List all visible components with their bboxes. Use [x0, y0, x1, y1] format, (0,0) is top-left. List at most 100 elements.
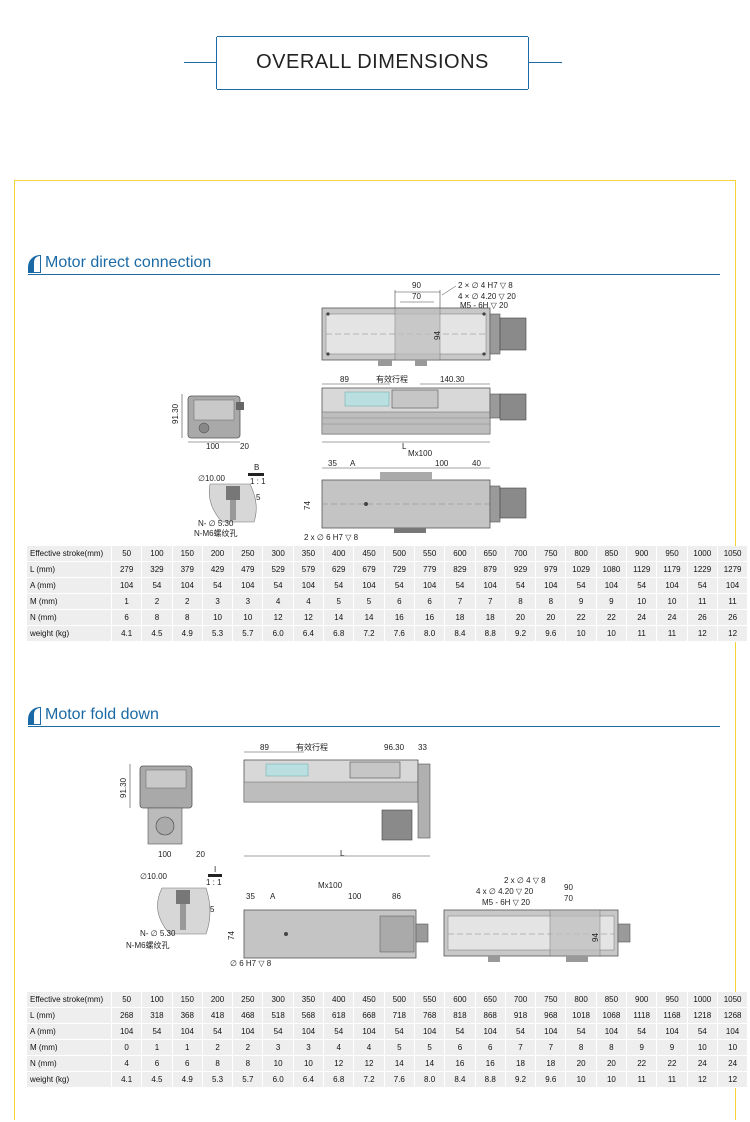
row-label: N (mm): [27, 1055, 112, 1072]
content-panel: [14, 180, 736, 1120]
row-label: M (mm): [27, 593, 112, 610]
dim-L: L: [402, 442, 407, 451]
table-cell: 4: [323, 1039, 355, 1056]
table-cell: 8: [596, 1039, 628, 1056]
dim-35: 35: [328, 459, 337, 468]
table-cell: 5.3: [202, 1071, 234, 1088]
table-cell: 8: [565, 1039, 597, 1056]
table-cell: 5.3: [202, 625, 234, 642]
table-cell: 54: [444, 1023, 476, 1040]
table-cell: 8: [202, 1055, 234, 1072]
table-cell: 14: [323, 609, 355, 626]
table-cell: 104: [475, 577, 506, 594]
table-cell: 6: [384, 593, 415, 610]
table-cell: 9.2: [505, 625, 537, 642]
table-cell: 104: [353, 1023, 385, 1040]
table-cell: 400: [323, 992, 355, 1008]
table-cell: 7: [444, 593, 476, 610]
table-cell: 12: [262, 609, 294, 626]
table-cell: 104: [717, 1023, 749, 1040]
table-cell: 379: [172, 561, 203, 578]
table-cell: 479: [232, 561, 264, 578]
table-cell: 6.0: [262, 625, 294, 642]
table-cell: 329: [141, 561, 173, 578]
table-cell: 14: [353, 609, 385, 626]
table-cell: 104: [172, 1023, 203, 1040]
table-cell: 718: [384, 1007, 415, 1024]
table-cell: 10: [596, 625, 628, 642]
table-cell: 500: [384, 992, 415, 1008]
table-cell: 9.6: [535, 1071, 567, 1088]
dim-74: 74: [227, 931, 236, 940]
table-cell: 468: [232, 1007, 264, 1024]
dim-100: 100: [158, 850, 172, 859]
row-label: L (mm): [27, 561, 112, 578]
table-cell: 650: [475, 546, 506, 562]
top-view: 90 70 2 × ∅ 4 H7 ▽ 8 4 × ∅ 4.20 ▽ 20 M5 …: [321, 281, 527, 366]
table-cell: 18: [505, 1055, 537, 1072]
dim-140: 140.30: [440, 375, 465, 384]
table-cell: 8: [232, 1055, 264, 1072]
table-cell: 929: [505, 561, 537, 578]
table-cell: 750: [535, 546, 567, 562]
table-cell: 4: [293, 593, 325, 610]
table-cell: 150: [172, 546, 203, 562]
table-cell: 10: [596, 1071, 628, 1088]
table-cell: 9.6: [535, 625, 567, 642]
table-cell: 50: [111, 992, 143, 1008]
table-cell: 24: [687, 1055, 718, 1072]
table-cell: 1050: [717, 992, 749, 1008]
table-cell: 12: [323, 1055, 355, 1072]
table-cell: 54: [565, 1023, 597, 1040]
table-cell: 4.9: [172, 1071, 203, 1088]
table-cell: 279: [111, 561, 143, 578]
table-cell: 2: [232, 1039, 264, 1056]
dim-mx100: Mx100: [408, 449, 433, 458]
row-label: Effective stroke(mm): [27, 546, 112, 562]
table-cell: 1000: [687, 992, 718, 1008]
table-cell: 6: [141, 1055, 173, 1072]
table-cell: 7.6: [384, 625, 415, 642]
table-cell: 5.7: [232, 625, 264, 642]
table-cell: 950: [656, 992, 688, 1008]
label-stroke: 有效行程: [296, 742, 328, 752]
dim-5: 5: [210, 905, 215, 914]
table-cell: 100: [141, 546, 173, 562]
table-cell: 1068: [596, 1007, 628, 1024]
table-cell: 850: [596, 992, 628, 1008]
table-cell: 24: [656, 609, 688, 626]
table-cell: 200: [202, 546, 234, 562]
table-cell: 1118: [626, 1007, 658, 1024]
table-cell: 8.8: [475, 1071, 506, 1088]
table-cell: 104: [232, 577, 264, 594]
table-cell: 104: [656, 577, 688, 594]
table-cell: 500: [384, 546, 415, 562]
table-cell: 8: [172, 609, 203, 626]
table-cell: 100: [141, 992, 173, 1008]
table-cell: 700: [505, 546, 537, 562]
table-cell: 104: [656, 1023, 688, 1040]
note-m6: N-M6螺纹孔: [194, 528, 238, 538]
table-cell: 8: [535, 593, 567, 610]
table-cell: 250: [232, 992, 264, 1008]
table-cell: 5: [323, 593, 355, 610]
table-cell: 9: [565, 593, 597, 610]
header-rule-left: [184, 62, 216, 63]
dim-9130: 91.30: [171, 403, 180, 424]
table-cell: 400: [323, 546, 355, 562]
table-cell: 5: [414, 1039, 446, 1056]
table-cell: 11: [626, 1071, 658, 1088]
dim-70: 70: [412, 292, 421, 301]
table-cell: 7.2: [353, 1071, 385, 1088]
table-cell: 104: [111, 1023, 143, 1040]
row-label: weight (kg): [27, 625, 112, 642]
table-cell: 104: [717, 577, 749, 594]
dim-100b: 100: [435, 459, 449, 468]
table-cell: 9: [656, 1039, 688, 1056]
table-cell: 54: [202, 1023, 234, 1040]
table-cell: 0: [111, 1039, 143, 1056]
